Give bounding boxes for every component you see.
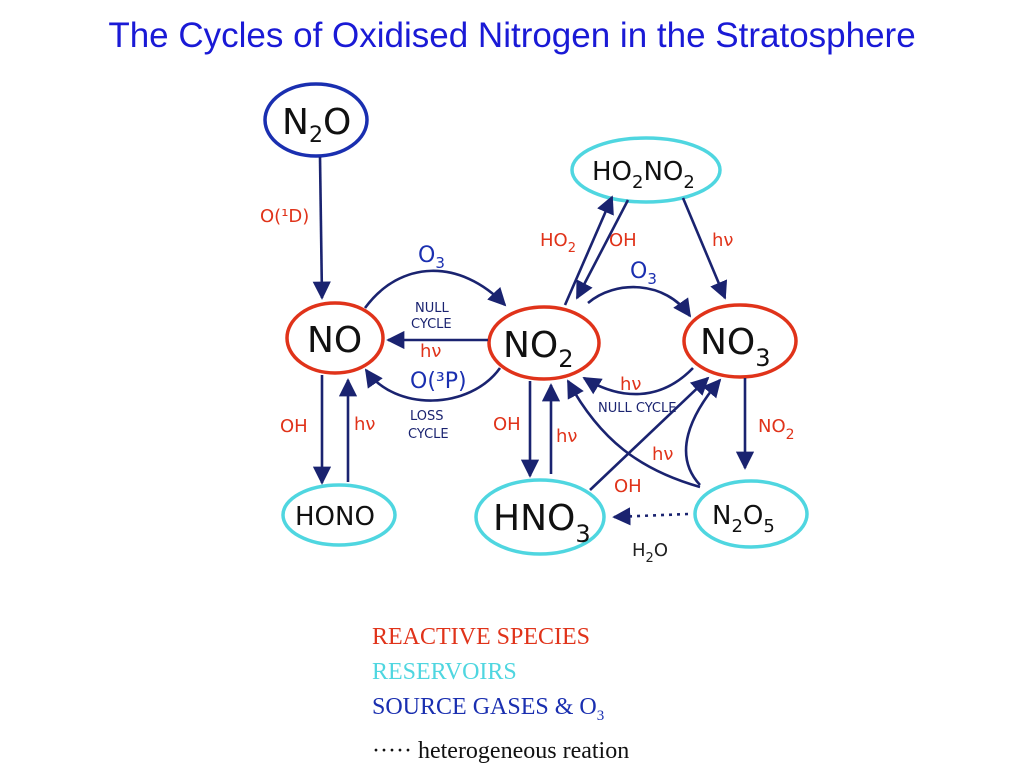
svg-text:N2O5: N2O5 xyxy=(712,501,775,537)
node-ho2no2: HO2NO2 xyxy=(570,136,722,204)
nitrogen-cycle-diagram: N2O NO NO2 NO3 HONO HNO3 HO2NO2 N2O5 xyxy=(260,82,809,566)
arrow-ho2no2-no2 xyxy=(575,199,630,300)
arrow-no2-ho2no2 xyxy=(563,195,614,306)
svg-text:HO2NO2: HO2NO2 xyxy=(592,157,695,193)
node-no: NO xyxy=(285,301,385,375)
label-hv-no3-no2: hν xyxy=(620,374,641,395)
legend-source-label: SOURCE GASES & O xyxy=(372,694,597,720)
node-no2: NO2 xyxy=(487,305,601,381)
arrow-no-no2-o3 xyxy=(363,269,507,309)
svg-text:NO2: NO2 xyxy=(503,325,574,373)
svg-text:HNO3: HNO3 xyxy=(493,498,591,548)
node-no3: NO3 xyxy=(682,303,798,379)
label-null-cycle-1: NULL xyxy=(415,301,449,316)
legend-hetero: ····· heterogeneous reation xyxy=(372,734,629,769)
arrow-n2o-no xyxy=(312,156,331,300)
arrow-n2o5-hno3-hetero xyxy=(612,507,689,526)
label-loss-cycle-1: LOSS xyxy=(410,409,444,424)
legend-reactive: REACTIVE SPECIES xyxy=(372,624,591,650)
arrow-no2-no-o3p xyxy=(364,367,502,402)
legend-source: SOURCE GASES & O3 xyxy=(372,690,629,734)
label-o3p: O(³P) xyxy=(410,369,467,394)
label-h2o: H2O xyxy=(632,540,668,566)
svg-text:N2O: N2O xyxy=(282,102,351,148)
legend-source-sub: 3 xyxy=(596,707,605,724)
label-hv-n2o5: hν xyxy=(652,444,673,465)
node-n2o5: N2O5 xyxy=(693,479,809,549)
label-hv-hono-no: hν xyxy=(354,414,375,435)
label-null-cycle-right: NULL CYCLE xyxy=(598,401,676,416)
node-hono: HONO xyxy=(281,483,397,547)
arrow-n2o5-no2 xyxy=(566,379,701,489)
node-n2o: N2O xyxy=(263,82,369,158)
legend: REACTIVE SPECIES RESERVOIRS SOURCE GASES… xyxy=(372,620,629,769)
label-loss-cycle-2: CYCLE xyxy=(408,427,449,442)
label-ho2: HO2 xyxy=(540,230,576,256)
page-title: The Cycles of Oxidised Nitrogen in the S… xyxy=(108,16,916,55)
label-hv-hno3-no2: hν xyxy=(556,426,577,447)
legend-reservoirs: RESERVOIRS xyxy=(372,659,517,685)
label-o1d: O(¹D) xyxy=(260,206,309,227)
label-no2-no3-n2o5: NO2 xyxy=(758,416,795,443)
legend-hetero-dots: ····· xyxy=(372,737,412,764)
svg-text:NO3: NO3 xyxy=(700,322,771,372)
arrow-hno3-no3 xyxy=(589,376,710,491)
label-oh-hno3-no3: OH xyxy=(614,476,642,497)
label-null-cycle-2: CYCLE xyxy=(411,317,452,332)
label-oh-no2-hno3: OH xyxy=(493,414,521,435)
label-hv-ho2no2-no3: hν xyxy=(712,230,733,251)
label-hv-no2-no: hν xyxy=(420,341,441,362)
arrow-no3-no2-hv xyxy=(582,367,694,396)
arrow-n2o5-no3 xyxy=(684,378,722,486)
label-o3-mid: O3 xyxy=(630,259,657,288)
svg-text:NO: NO xyxy=(307,320,362,361)
legend-hetero-label: heterogeneous reation xyxy=(417,737,630,764)
label-o3-top: O3 xyxy=(418,243,445,272)
svg-text:HONO: HONO xyxy=(295,502,375,532)
label-oh-ho2no2: OH xyxy=(609,230,637,251)
label-oh-no-hono: OH xyxy=(280,416,308,437)
arrow-no2-no3-o3 xyxy=(587,285,692,318)
arrow-ho2no2-no3 xyxy=(681,197,728,300)
node-hno3: HNO3 xyxy=(474,478,606,556)
